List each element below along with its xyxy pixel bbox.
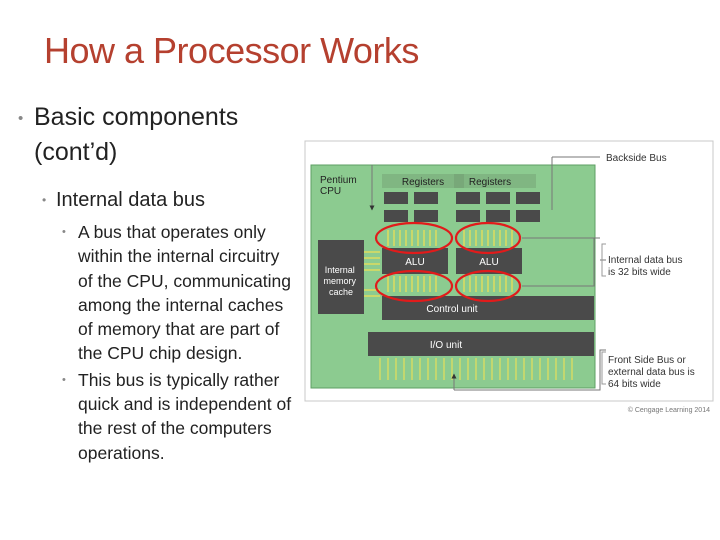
internal-bus-label: Internal data bus is 32 bits wide (608, 255, 685, 278)
bullet-dot-icon: • (18, 110, 24, 127)
io-unit-label: I/O unit (430, 340, 462, 351)
registers-label-left: Registers (402, 177, 444, 188)
control-unit (382, 296, 594, 320)
bullet-text: Basic components (cont’d) (34, 103, 239, 166)
bullet-dot-icon: • (62, 373, 66, 386)
cache-label: Internal memory cache (323, 265, 358, 297)
internal-bus-stripes-upper (387, 230, 513, 246)
internal-bus-stripes-lower (387, 276, 513, 292)
bullet-dot-icon: • (42, 193, 47, 207)
registers-left: Registers (382, 174, 464, 222)
bullet-text: This bus is typically rather quick and i… (78, 369, 292, 463)
registers-right: Registers (454, 174, 540, 222)
bullet-dot-icon: • (62, 226, 66, 238)
bullet-list: • Basic components (cont’d) • Internal d… (18, 100, 298, 465)
backside-bus-label: Backside Bus (606, 153, 667, 164)
credit-text: © Cengage Learning 2014 (628, 406, 710, 414)
bullet-text: A bus that operates only within the inte… (78, 222, 292, 364)
frontside-bus-label: Front Side Bus or external data bus is 6… (608, 355, 698, 390)
slide-title: How a Processor Works (44, 30, 419, 71)
bullet-internal-data-bus: • Internal data bus (42, 186, 298, 214)
callout-lines (451, 156, 606, 391)
cache-bus-stripes (364, 251, 380, 297)
alu-label-right: ALU (479, 257, 498, 268)
bus-lines (369, 165, 553, 211)
io-unit (368, 332, 594, 356)
highlight-circles (374, 221, 522, 303)
registers-label-right: Registers (469, 177, 511, 188)
control-unit-label: Control unit (426, 304, 477, 315)
bullet-basic-components: • Basic components (cont’d) (18, 100, 298, 170)
bullet-text: Internal data bus (56, 189, 205, 211)
internal-memory-cache (318, 240, 364, 314)
alu-label-left: ALU (405, 257, 424, 268)
bullet-bus-description: • A bus that operates only within the in… (62, 220, 298, 366)
bullet-bus-speed: • This bus is typically rather quick and… (62, 368, 298, 465)
